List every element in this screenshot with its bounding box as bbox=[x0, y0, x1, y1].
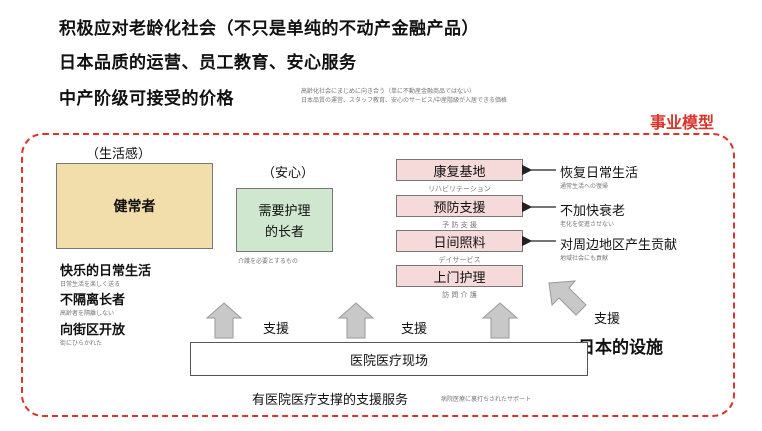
outcome-2-jp: 老化を促進させない bbox=[560, 221, 615, 228]
left-point-1: 快乐的日常生活 bbox=[60, 264, 152, 279]
service-rehab-label: 康复基地 bbox=[433, 164, 486, 180]
support-label-1: 支援 bbox=[263, 322, 290, 337]
bottom-caption-jp: 病院医療に裏打ちされたサポート bbox=[441, 396, 532, 403]
diagonal-arrow-icon bbox=[548, 280, 587, 316]
care-needed-box: 需要护理 的长者 bbox=[236, 188, 333, 252]
left-point-1-jp: 日常生活を楽しく送る bbox=[60, 281, 121, 288]
left-point-2-jp: 高齢者を隔離しない bbox=[60, 310, 115, 317]
left-point-3: 向街区开放 bbox=[60, 323, 126, 338]
service-daycare-box: 日间照料 bbox=[396, 230, 523, 252]
service-prevention-box: 预防支援 bbox=[396, 195, 523, 217]
support-label-2: 支援 bbox=[401, 322, 428, 337]
outcome-3-jp: 地域社会にも貢献 bbox=[560, 255, 609, 262]
support-label-3: 支援 bbox=[594, 312, 621, 327]
headline-2: 日本品质的运营、员工教育、安心服务 bbox=[59, 53, 357, 73]
middle-group-label: （安心） bbox=[262, 166, 315, 181]
service-rehab-jp: リハビリテーション bbox=[428, 185, 491, 193]
care-box-note: 介護を必要とするもの bbox=[238, 258, 298, 265]
service-homevisit-box: 上门护理 bbox=[396, 265, 523, 287]
left-point-2: 不隔离长者 bbox=[60, 293, 126, 308]
hospital-site-label: 医院医疗现场 bbox=[349, 353, 428, 369]
headline-note-2: 日本品質の運営、スタッフ教育、安心のサービス/中産階級が入居できる価格 bbox=[301, 97, 507, 104]
up-arrow-right-icon bbox=[481, 302, 519, 339]
bottom-caption: 有医院医疗支撑的支援服务 bbox=[252, 393, 409, 408]
outcome-3: 对周边地区产生贡献 bbox=[560, 238, 678, 253]
model-title: 事业模型 bbox=[649, 113, 714, 132]
outcome-1-jp: 通常生活への復帰 bbox=[560, 183, 609, 190]
care-box-line-1: 需要护理 bbox=[258, 204, 311, 219]
service-rehab-box: 康复基地 bbox=[396, 159, 523, 181]
healthy-box-label: 健常者 bbox=[113, 199, 156, 215]
up-arrow-middle-icon bbox=[337, 302, 375, 339]
headline-1: 积极应对老龄化社会（不只是单纯的不动产金融产品） bbox=[59, 19, 479, 39]
service-homevisit-label: 上门护理 bbox=[433, 270, 486, 286]
service-daycare-label: 日间照料 bbox=[433, 235, 486, 251]
service-prevention-label: 预防支援 bbox=[433, 200, 486, 216]
model-frame bbox=[21, 133, 735, 417]
left-group-label: （生活感） bbox=[86, 147, 152, 162]
outcome-2: 不加快衰老 bbox=[560, 204, 626, 219]
up-arrow-left-icon bbox=[205, 302, 243, 339]
care-box-line-2: 的长者 bbox=[264, 225, 304, 240]
japan-facility-label: 日本的设施 bbox=[578, 338, 663, 358]
healthy-box: 健常者 bbox=[56, 163, 213, 249]
left-point-3-jp: 街にひらかれた bbox=[60, 340, 103, 347]
hospital-site-box: 医院医疗现场 bbox=[190, 342, 588, 376]
service-daycare-jp: デイサービス bbox=[438, 256, 481, 264]
service-homevisit-jp: 訪 問 介 護 bbox=[442, 291, 477, 299]
outcome-1: 恢复日常生活 bbox=[560, 166, 639, 181]
headline-3: 中产阶级可接受的价格 bbox=[59, 89, 234, 109]
headline-note-1: 高齢化社会にまじめに向き合う（単に不動産金融商品ではない） bbox=[301, 88, 476, 95]
service-prevention-jp: 予 防 支 援 bbox=[442, 221, 477, 229]
